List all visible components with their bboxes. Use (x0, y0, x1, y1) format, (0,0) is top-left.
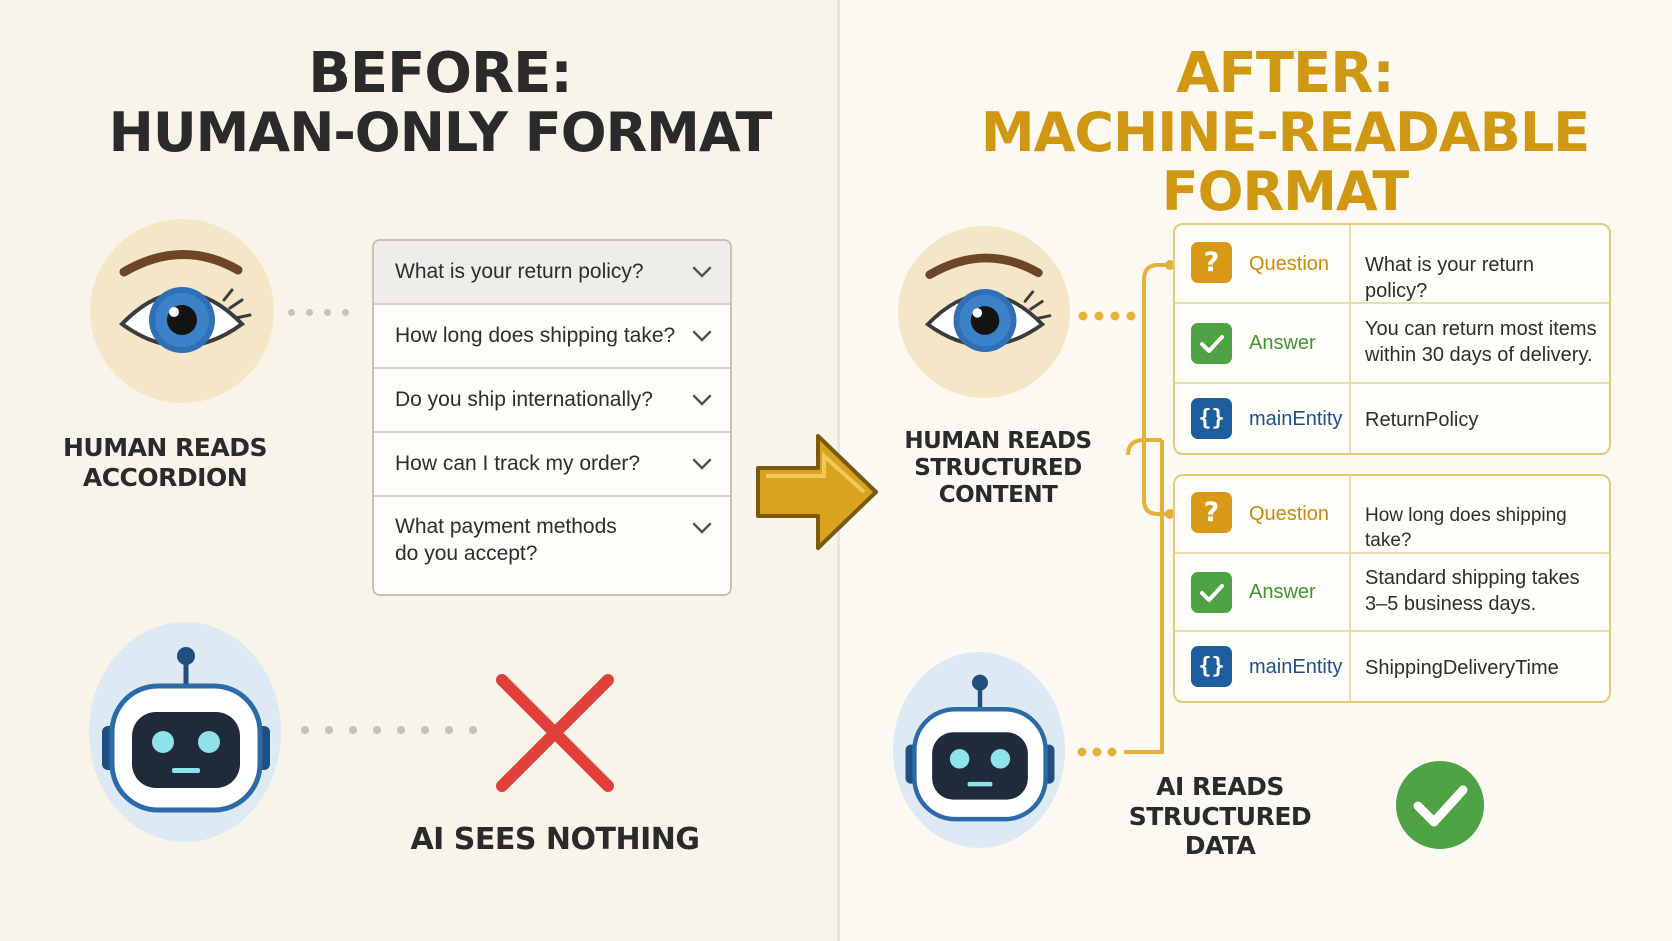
accordion-item[interactable]: How can I track my order? (374, 433, 730, 497)
structured-card-return-policy: ? Question What is your return policy? A… (1173, 223, 1611, 455)
card-row-question: ? Question How long does shipping take? (1175, 476, 1609, 554)
robot-icon (905, 674, 1055, 822)
card-row-entity: {} mainEntity ReturnPolicy (1175, 384, 1609, 453)
accordion-item-label: What payment methods do you accept? (395, 515, 617, 566)
chevron-down-icon[interactable] (692, 521, 712, 535)
question-mark-icon: ? (1191, 492, 1232, 533)
question-value: What is your return policy? (1365, 254, 1534, 303)
braces-icon: {} (1191, 646, 1232, 687)
connector-lines (1077, 260, 1175, 757)
after-title-line1: AFTER: (1176, 41, 1395, 106)
left-robot-dots (301, 726, 477, 734)
eye-icon (924, 253, 1052, 352)
left-eye-dots (288, 309, 349, 316)
question-value: How long does shipping take? (1365, 505, 1567, 552)
caption-line: HUMAN READS (62, 433, 268, 462)
entity-value: ReturnPolicy (1365, 409, 1479, 431)
check-icon (1191, 323, 1232, 364)
caption-line: ACCORDION (82, 462, 248, 492)
eye-icon (118, 250, 252, 353)
question-key: Question (1249, 253, 1330, 275)
answer-value: You can return most items within 30 days… (1365, 318, 1597, 367)
answer-value: Standard shipping takes 3–5 business day… (1365, 567, 1580, 616)
ai-sees-nothing-caption: AI SEES NOTHING (410, 822, 700, 857)
caption-line: HUMAN READS (904, 428, 1092, 454)
answer-key: Answer (1249, 581, 1316, 603)
human-reads-accordion-caption: HUMAN READS ACCORDION (50, 433, 280, 492)
before-title-line1: BEFORE: (308, 41, 573, 106)
chevron-down-icon[interactable] (692, 457, 712, 471)
structured-card-shipping: ? Question How long does shipping take? … (1173, 474, 1611, 703)
accordion-item-label: How can I track my order? (395, 452, 641, 476)
card-row-entity: {} mainEntity ShippingDeliveryTime (1175, 632, 1609, 701)
accordion-item-label: Do you ship internationally? (395, 388, 653, 412)
entity-key: mainEntity (1249, 408, 1343, 430)
card-row-question: ? Question What is your return policy? (1175, 225, 1609, 304)
caption-line: STRUCTURED CONTENT (914, 455, 1082, 509)
chevron-down-icon[interactable] (692, 265, 712, 279)
chevron-down-icon[interactable] (692, 329, 712, 343)
chevron-down-icon[interactable] (692, 393, 712, 407)
card-row-answer: Answer You can return most items within … (1175, 304, 1609, 384)
before-title-line2: HUMAN-ONLY FORMAT (108, 101, 773, 165)
ai-reads-structured-caption: AI READS STRUCTURED DATA (1110, 772, 1330, 861)
accordion-item-label: What is your return policy? (395, 260, 644, 284)
after-title-line2: MACHINE-READABLE FORMAT (980, 101, 1590, 223)
robot-icon (102, 647, 270, 813)
accordion-item[interactable]: What payment methods do you accept? (374, 497, 730, 594)
accordion-item[interactable]: What is your return policy? (374, 241, 730, 305)
check-icon (1396, 761, 1484, 849)
before-title: BEFORE: HUMAN-ONLY FORMAT (80, 41, 800, 165)
check-icon (1191, 572, 1232, 613)
human-reads-structured-caption: HUMAN READS STRUCTURED CONTENT (880, 428, 1116, 509)
accordion-item-label: How long does shipping take? (395, 324, 676, 348)
caption-line: AI READS (1156, 772, 1284, 801)
accordion-item[interactable]: Do you ship internationally? (374, 369, 730, 433)
right-arrow-icon (756, 434, 878, 550)
faq-accordion: What is your return policy? How long doe… (372, 239, 732, 596)
question-mark-icon: ? (1191, 242, 1232, 283)
card-row-answer: Answer Standard shipping takes 3–5 busin… (1175, 554, 1609, 632)
entity-value: ShippingDeliveryTime (1365, 657, 1559, 679)
answer-key: Answer (1249, 332, 1316, 354)
red-x-icon (496, 674, 614, 792)
caption-line: STRUCTURED DATA (1128, 801, 1312, 861)
question-key: Question (1249, 503, 1330, 525)
entity-key: mainEntity (1249, 656, 1343, 678)
accordion-item[interactable]: How long does shipping take? (374, 305, 730, 369)
after-title: AFTER: MACHINE-READABLE FORMAT (920, 41, 1650, 223)
braces-icon: {} (1191, 398, 1232, 439)
